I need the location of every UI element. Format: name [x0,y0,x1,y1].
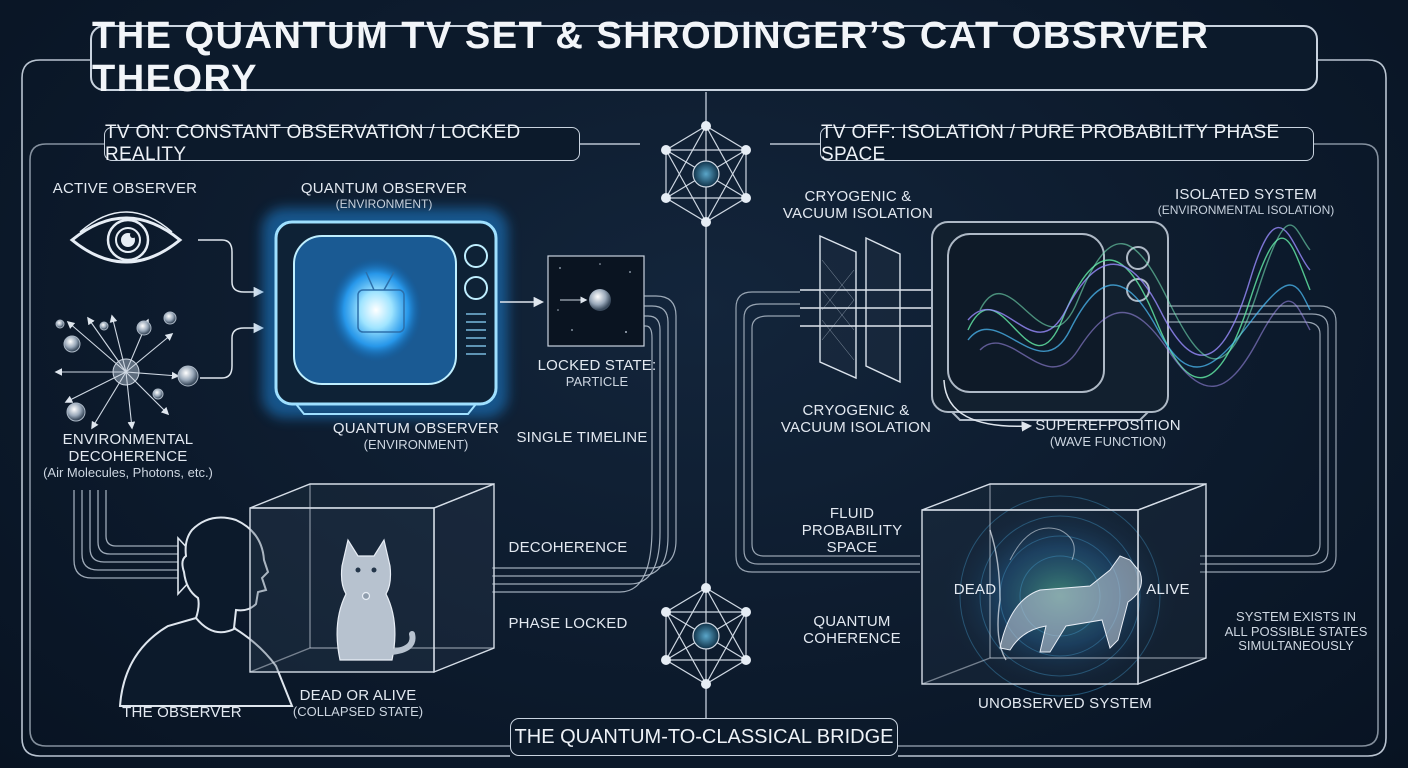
label-cryogenic-bottom: CRYOGENIC & VACUUM ISOLATION [781,403,931,437]
label-alive: ALIVE [1146,582,1190,599]
label-isolated-system: ISOLATED SYSTEM (ENVIRONMENTAL ISOLATION… [1158,187,1334,217]
bridge-label: THE QUANTUM-TO-CLASSICAL BRIDGE [510,718,898,756]
label-quantum-observer-top: QUANTUM OBSERVER (ENVIRONMENT) [301,181,467,211]
glowing-tv-icon [262,208,508,418]
label-cryogenic-top: CRYOGENIC & VACUUM ISOLATION [783,189,933,223]
label-unobserved-system: UNOBSERVED SYSTEM [978,696,1152,713]
label-quantum-observer-bottom: QUANTUM OBSERVER (ENVIRONMENT) [333,421,499,452]
header-tv-off: TV OFF: ISOLATION / PURE PROBABILITY PHA… [820,127,1314,161]
label-fluid-probability-space: FLUID PROBABILITY SPACE [802,506,903,556]
particle-cluster-icon [56,312,198,428]
label-active-observer: ACTIVE OBSERVER [53,181,197,198]
observer-feed-lines [74,490,178,578]
isolation-panels [820,236,900,382]
title-frame: THE QUANTUM TV SET & SHRODINGER’S CAT OB… [90,25,1318,91]
eye-icon [72,212,180,262]
label-single-timeline: SINGLE TIMELINE [516,430,647,447]
input-arrows [198,240,262,378]
label-superposition: SUPEREFPOSITION (WAVE FUNCTION) [1035,418,1181,449]
label-locked-state: LOCKED STATE: PARTICLE [538,358,657,389]
locked-particle-icon [548,256,644,346]
label-dead-or-alive: DEAD OR ALIVE (COLLAPSED STATE) [293,688,423,719]
label-all-possible-states: SYSTEM EXISTS IN ALL POSSIBLE STATES SIM… [1225,610,1368,654]
lattice-node-top [661,121,751,227]
lattice-node-bottom [661,583,751,689]
label-decoherence: DECOHERENCE [509,540,628,557]
label-environmental-decoherence: ENVIRONMENTAL DECOHERENCE (Air Molecules… [43,432,213,480]
header-tv-on: TV ON: CONSTANT OBSERVATION / LOCKED REA… [104,127,580,161]
page-title: THE QUANTUM TV SET & SHRODINGER’S CAT OB… [92,15,1316,101]
label-dead: DEAD [954,582,996,599]
label-phase-locked: PHASE LOCKED [508,616,627,633]
label-quantum-coherence: QUANTUM COHERENCE [803,614,901,648]
label-the-observer: THE OBSERVER [122,705,242,722]
isolated-tv-icon [932,222,1168,420]
